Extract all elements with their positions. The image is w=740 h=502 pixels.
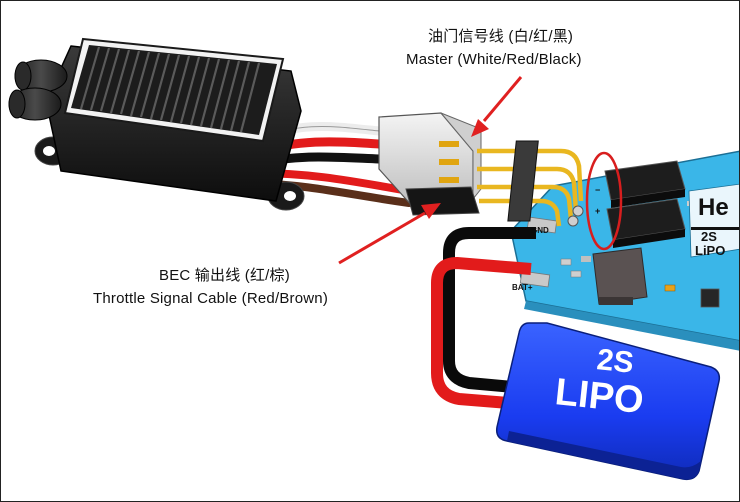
esc-unit: [8, 37, 305, 211]
board-brand-text: He: [698, 194, 729, 221]
master-label-cn: 油门信号线 (白/红/黑): [428, 28, 574, 45]
battery-label-chem: LIPO: [553, 371, 646, 422]
highlight-ellipse: [585, 151, 623, 251]
master-label-en: Master (White/Red/Black): [406, 51, 582, 68]
bec-label-en: Throttle Signal Cable (Red/Brown): [93, 290, 329, 307]
plus-sign: +: [595, 206, 600, 216]
arrow-bec: [338, 203, 441, 265]
battery-pack: 2S LIPO: [495, 322, 721, 481]
board-chem-text: LiPO: [695, 243, 725, 258]
mosfet-chip-lower: [606, 198, 686, 248]
heatsink-fins: [79, 46, 261, 133]
arrow-master: [471, 76, 523, 137]
mosfet-chip-upper: [604, 160, 686, 208]
regulator-chip: [581, 247, 648, 305]
bat-pad-label: BAT+: [512, 283, 533, 292]
servo-plug: [378, 112, 482, 216]
minus-sign: −: [595, 185, 600, 195]
board-voltage-text: 2S: [701, 229, 717, 244]
pcb-board: [510, 150, 739, 351]
battery-label-voltage: 2S: [595, 343, 635, 380]
gnd-pad-label: GND: [531, 226, 549, 235]
battery-wires: [431, 227, 536, 409]
bec-label-cn: BEC 输出线 (红/棕): [159, 267, 290, 284]
motor-connectors: [8, 59, 68, 121]
header-pins: [477, 140, 584, 227]
